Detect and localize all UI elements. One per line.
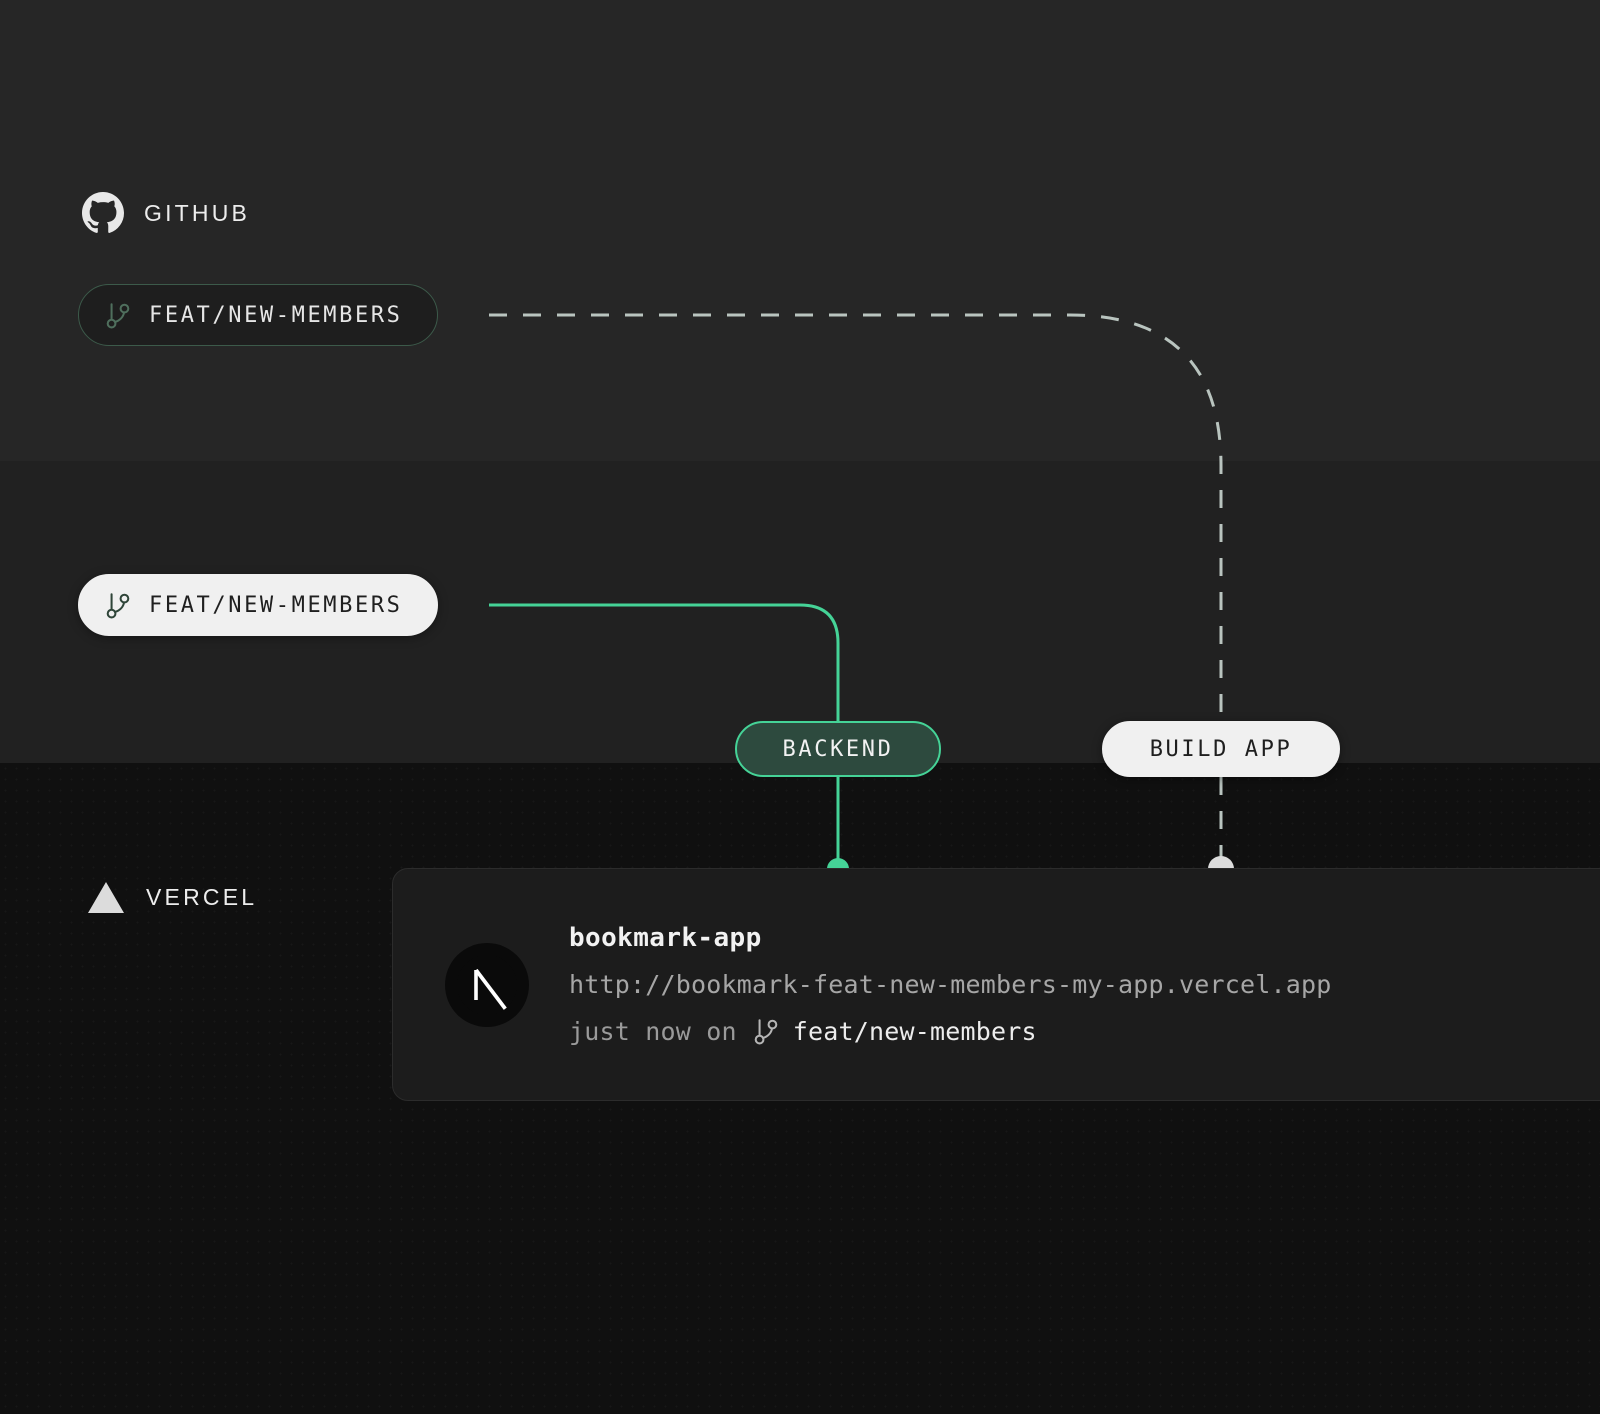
deployment-url[interactable]: http://bookmark-feat-new-members-my-app.… xyxy=(569,970,1332,999)
deployment-timestamp: just now on xyxy=(569,1016,737,1046)
node-build-app[interactable]: BUILD APP xyxy=(1102,721,1340,777)
github-logo xyxy=(82,192,124,234)
platform-github: GITHUB xyxy=(82,192,250,234)
platform-vercel-label: VERCEL xyxy=(146,884,258,910)
deployment-info: bookmark-app http://bookmark-feat-new-me… xyxy=(569,923,1332,1046)
platform-github-label: GITHUB xyxy=(144,199,251,226)
branch-pill-local-label: FEAT/NEW-MEMBERS xyxy=(149,592,403,618)
branch-pill-github-label: FEAT/NEW-MEMBERS xyxy=(149,302,403,328)
branch-pill-local[interactable]: FEAT/NEW-MEMBERS xyxy=(78,574,438,636)
platform-vercel: VERCEL xyxy=(86,880,257,915)
git-branch-icon xyxy=(754,1019,778,1045)
git-branch-icon xyxy=(106,593,130,619)
vercel-triangle-logo xyxy=(86,880,126,915)
nextjs-logo xyxy=(445,942,529,1027)
deployment-card[interactable]: bookmark-app http://bookmark-feat-new-me… xyxy=(392,868,1600,1101)
deployment-branch-name[interactable]: feat/new-members xyxy=(792,1016,1037,1046)
deployment-meta: just now on feat/new-members xyxy=(569,1016,1332,1046)
branch-pill-github[interactable]: FEAT/NEW-MEMBERS xyxy=(78,284,438,346)
node-backend-label: BACKEND xyxy=(782,736,894,762)
node-build-app-label: BUILD APP xyxy=(1149,736,1293,762)
node-backend[interactable]: BACKEND xyxy=(735,721,941,777)
git-branch-icon xyxy=(106,303,130,329)
deployment-project-name: bookmark-app xyxy=(569,923,762,953)
